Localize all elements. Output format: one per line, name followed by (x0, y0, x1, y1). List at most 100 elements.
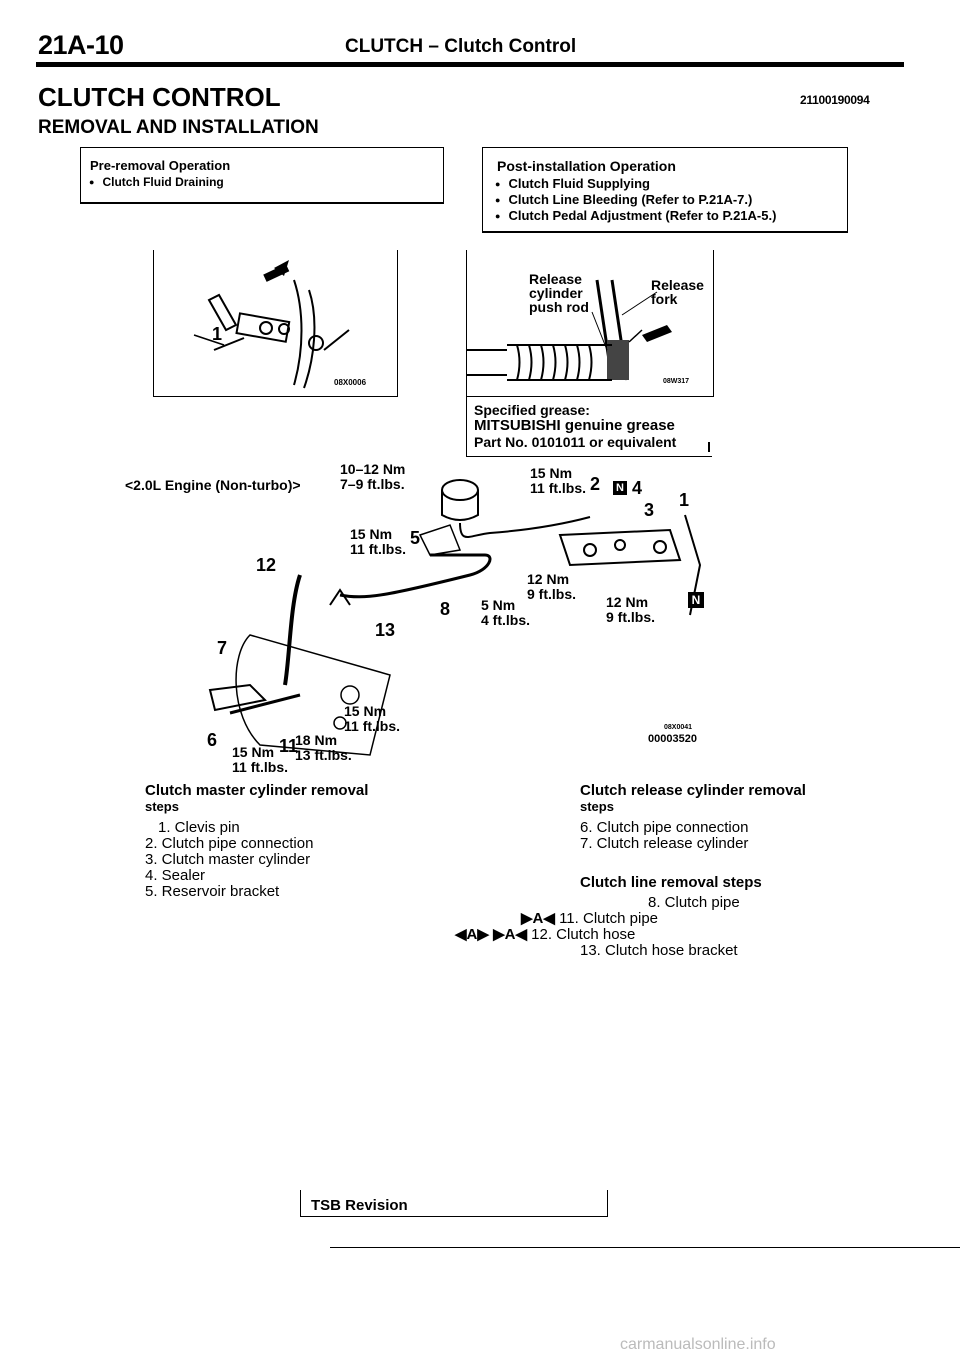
label-line: fork (651, 291, 678, 307)
pre-removal-box: Pre-removal Operation Clutch Fluid Drain… (80, 147, 444, 204)
page-number: 21A-10 (38, 30, 124, 60)
torque-ftlbs: 11 ft.lbs. (344, 718, 401, 734)
steps-heading: Clutch master cylinder removal (145, 782, 369, 799)
label-line: cylinder (529, 285, 583, 301)
step-text: 12. Clutch hose (531, 926, 636, 943)
torque-label: 18 Nm 13 ft.lbs. (295, 733, 352, 763)
release-fork-diagram (467, 279, 672, 381)
callout: 11 (279, 736, 299, 756)
callout: 4 (632, 478, 643, 498)
post-installation-item: Clutch Pedal Adjustment (Refer to P.21A-… (495, 208, 776, 224)
steps-list: 1. Clevis pin 2. Clutch pipe connection … (145, 820, 445, 900)
step-item: ◀A▶ ▶A◀ 12. Clutch hose (455, 927, 755, 943)
torque-label: 12 Nm 9 ft.lbs. (527, 572, 576, 602)
header-rule (36, 62, 904, 67)
step-item: 3. Clutch master cylinder (145, 851, 311, 868)
pre-removal-heading: Pre-removal Operation (90, 158, 230, 173)
release-cylinder-push-rod-label: Release cylinder push rod (529, 272, 589, 314)
service-point-marks: ◀A▶ ▶A◀ (455, 926, 527, 943)
torque-label: 12 Nm 9 ft.lbs. (606, 595, 655, 625)
figure-ref: 00003520 (648, 733, 697, 745)
release-cylinder-steps: Clutch release cylinder removal steps 6.… (580, 782, 880, 852)
step-item: 5. Reservoir bracket (145, 883, 280, 900)
pre-removal-item: Clutch Fluid Draining (89, 175, 223, 189)
grease-note-border (466, 396, 467, 456)
master-cylinder-steps: Clutch master cylinder removal steps 1. … (145, 782, 445, 900)
step-item: 4. Sealer (145, 867, 206, 884)
tsb-revision-label: TSB Revision (311, 1197, 408, 1214)
subsection-title: REMOVAL AND INSTALLATION (38, 117, 319, 138)
steps-heading: Clutch release cylinder removal (580, 782, 806, 799)
step-text: 11. Clutch pipe (559, 910, 659, 927)
torque-nm: 12 Nm (527, 571, 570, 587)
steps-list: 6. Clutch pipe connection 7. Clutch rele… (580, 820, 880, 852)
label-line: Release (651, 277, 704, 293)
callout: 3 (644, 500, 655, 520)
torque-nm: 5 Nm (481, 597, 516, 613)
torque-nm: 15 Nm (530, 465, 573, 481)
torque-label: 15 Nm 11 ft.lbs. (530, 466, 586, 496)
step-item: 8. Clutch pipe (648, 894, 740, 911)
watermark: carmanualsonline.info (620, 1336, 776, 1353)
torque-label: 5 Nm 4 ft.lbs. (481, 598, 530, 628)
n-mark-icon: N (613, 481, 627, 495)
pre-removal-heading-text: Pre-removal Operation (90, 158, 231, 173)
callout: 5 (410, 528, 421, 548)
step-item: ▶A◀ 11. Clutch pipe (521, 911, 821, 927)
torque-label: 15 Nm 11 ft.lbs. (350, 527, 406, 557)
label-line: Release (529, 271, 582, 287)
figure-clevis-pin: 1 08X0006 (153, 250, 398, 397)
torque-nm: 12 Nm (606, 594, 649, 610)
figure-release-fork: Release cylinder push rod Release fork 0… (466, 250, 714, 397)
post-installation-box: Post-installation Operation Clutch Fluid… (482, 147, 848, 233)
torque-label: 15 Nm 11 ft.lbs. (344, 704, 400, 734)
torque-nm: 18 Nm (295, 732, 338, 748)
grease-note-line: Part No. 0101011 or equivalent (474, 434, 677, 450)
divider (81, 202, 443, 204)
callout: 2 (590, 474, 601, 494)
torque-ftlbs: 9 ft.lbs. (527, 586, 577, 602)
callout: 13 (375, 620, 396, 640)
torque-ftlbs: 11 ft.lbs. (530, 480, 587, 496)
torque-ftlbs: 11 ft.lbs. (232, 759, 289, 775)
post-installation-heading: Post-installation Operation (497, 158, 676, 174)
figure-caption: <2.0L Engine (Non-turbo)> (125, 477, 301, 493)
page-header-title: CLUTCH – Clutch Control (345, 36, 577, 57)
torque-ftlbs: 7–9 ft.lbs. (340, 476, 405, 492)
clutch-line-heading: Clutch line removal steps (580, 874, 762, 891)
clutch-line-diagram (208, 479, 702, 756)
step-item: 7. Clutch release cylinder (580, 835, 749, 852)
callout: 7 (217, 638, 228, 658)
grease-note: Specified grease: MITSUBISHI genuine gre… (474, 402, 676, 450)
callout: 6 (207, 730, 218, 750)
callout: 1 (679, 490, 690, 510)
torque-label: 10–12 Nm 7–9 ft.lbs. (340, 462, 405, 492)
grease-note-line: Specified grease: (474, 402, 590, 418)
step-item: 1. Clevis pin (158, 819, 240, 836)
tsb-revision-box: TSB Revision (300, 1190, 608, 1217)
step-item: 2. Clutch pipe connection (145, 835, 314, 852)
steps-subheading: steps (580, 799, 614, 814)
figure-code: 08X0006 (334, 378, 367, 387)
n-mark-icon: N (688, 592, 704, 608)
figure-code: 08W317 (663, 378, 690, 385)
grease-note-line: MITSUBISHI genuine grease (474, 417, 675, 434)
torque-ftlbs: 4 ft.lbs. (481, 612, 531, 628)
label-line: push rod (529, 299, 589, 315)
grease-note-border (466, 456, 712, 457)
post-installation-item: Clutch Line Bleeding (Refer to P.21A-7.) (495, 192, 776, 208)
callout: 1 (212, 324, 223, 344)
callout: 12 (256, 555, 277, 575)
torque-ftlbs: 9 ft.lbs. (606, 609, 656, 625)
step-item: 13. Clutch hose bracket (580, 942, 738, 959)
service-point-marks: ▶A◀ (521, 910, 555, 927)
clutch-line-steps: 8. Clutch pipe ▶A◀ 11. Clutch pipe ◀A▶ ▶… (455, 894, 900, 959)
clevis-pin-diagram (193, 260, 350, 389)
torque-nm: 15 Nm (232, 744, 275, 760)
torque-ftlbs: 13 ft.lbs. (295, 747, 352, 763)
torque-nm: 10–12 Nm (340, 461, 406, 477)
grease-note-border (708, 442, 710, 452)
torque-label: 15 Nm 11 ft.lbs. (232, 745, 288, 775)
section-code: 21100190094 (800, 93, 870, 107)
post-installation-item: Clutch Fluid Supplying (495, 176, 776, 192)
